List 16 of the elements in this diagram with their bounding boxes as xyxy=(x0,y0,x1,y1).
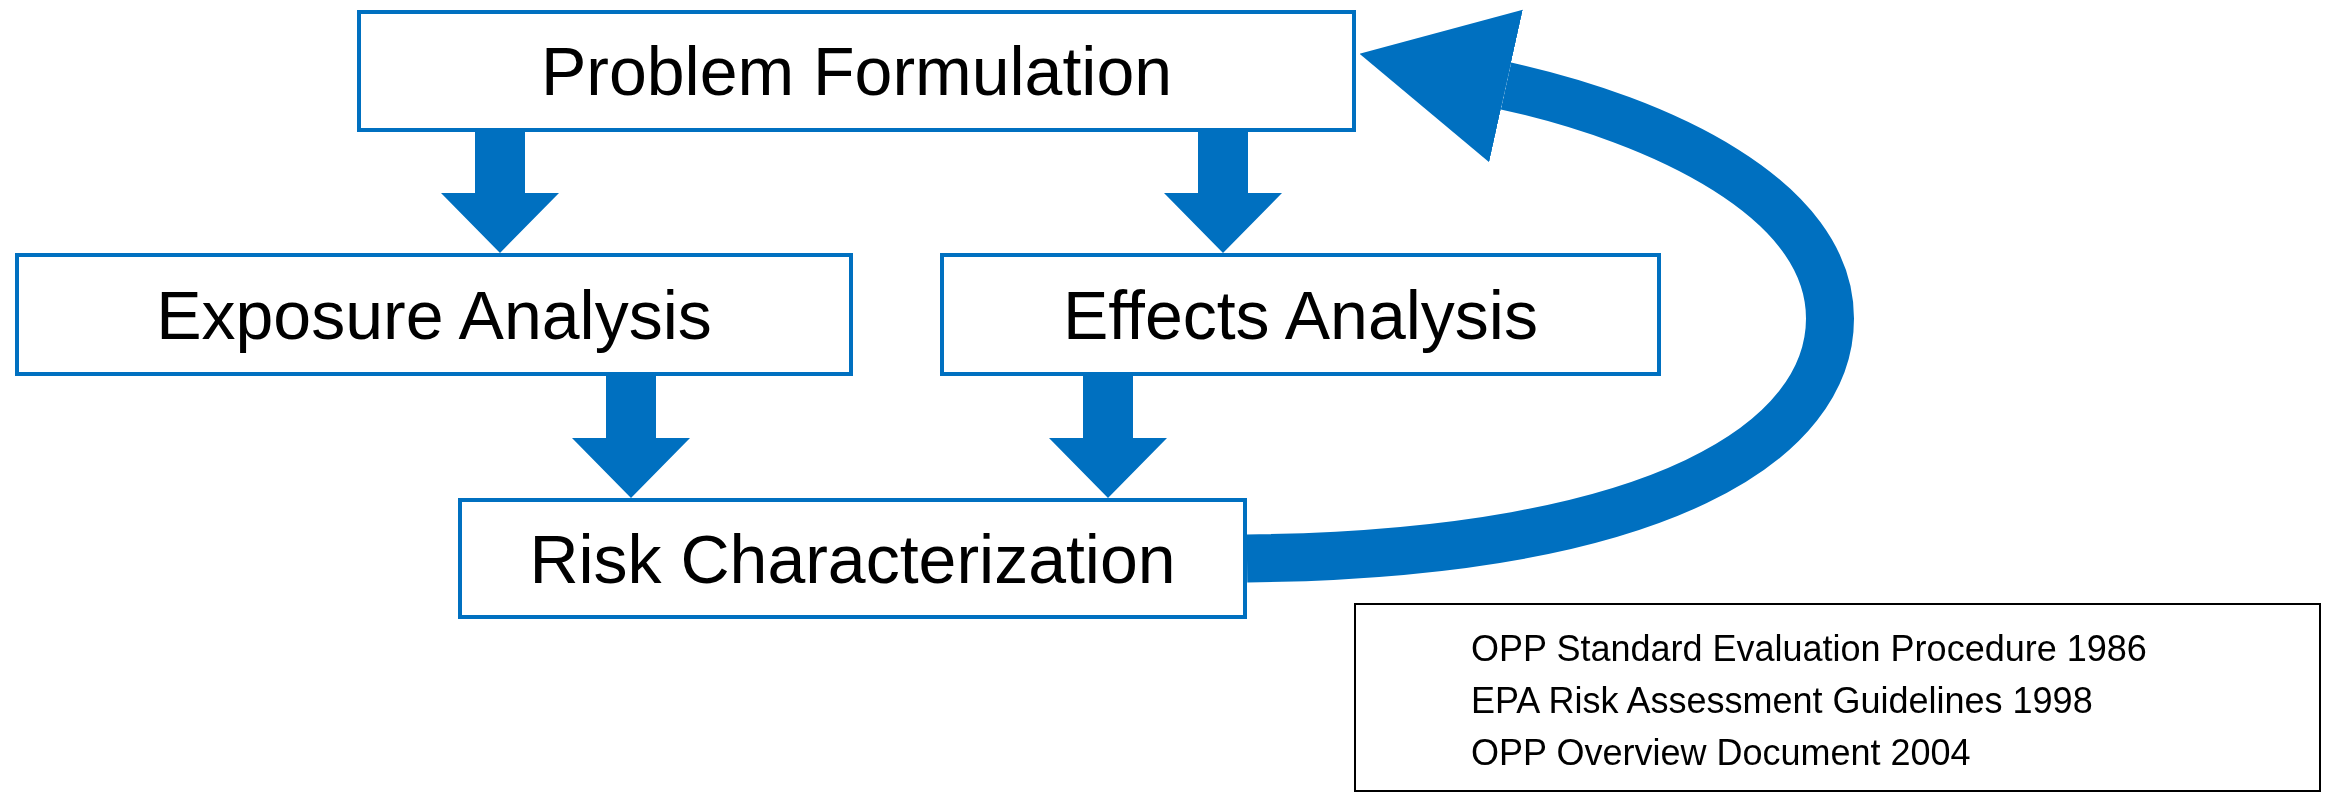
node-label: Risk Characterization xyxy=(529,519,1176,598)
block-arrow xyxy=(572,376,690,498)
node-label: Effects Analysis xyxy=(1063,275,1538,354)
process-box xyxy=(940,253,1661,376)
node-label: Problem Formulation xyxy=(540,32,1173,110)
node-label: Exposure Analysis xyxy=(156,275,712,354)
process-box xyxy=(357,10,1356,132)
notes-box xyxy=(1354,603,2321,792)
block-arrow xyxy=(1049,376,1167,498)
process-box xyxy=(458,498,1247,619)
reference-text: OPP Standard Evaluation Procedure 1986 xyxy=(1471,627,2147,671)
block-arrow xyxy=(441,132,559,253)
process-box xyxy=(15,253,853,376)
reference-text: EPA Risk Assessment Guidelines 1998 xyxy=(1471,679,2093,723)
reference-text: OPP Overview Document 2004 xyxy=(1471,731,1971,775)
block-arrow xyxy=(1164,132,1282,253)
